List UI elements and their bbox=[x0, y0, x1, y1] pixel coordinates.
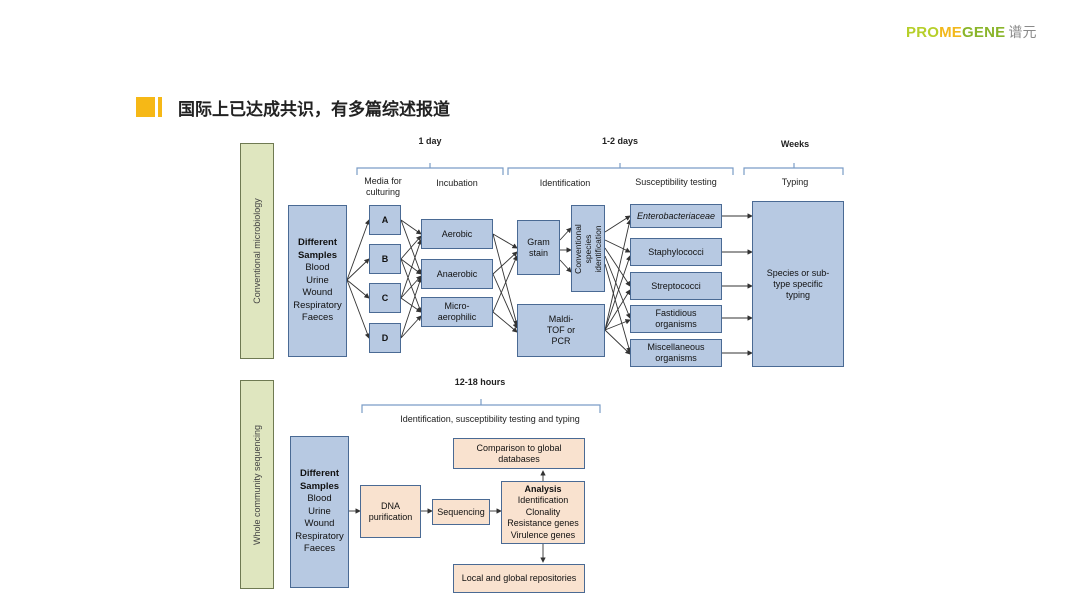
sample-item: Wound bbox=[304, 518, 335, 530]
conventional-side-label: Conventional microbiology bbox=[240, 143, 274, 359]
header-id-sus-typing: Identification, susceptibility testing a… bbox=[400, 414, 580, 424]
incubation-anaerobic: Anaerobic bbox=[421, 259, 493, 289]
sample-item: Wound bbox=[302, 287, 333, 299]
susc-miscellaneous: Miscellaneous organisms bbox=[630, 339, 722, 367]
susc-staphylococci: Staphylococci bbox=[630, 238, 722, 266]
analysis-box: Analysis Identification Clonality Resist… bbox=[501, 481, 585, 544]
samples-title: Different Samples bbox=[297, 237, 338, 261]
logo-gene: GENE bbox=[962, 24, 1006, 41]
slide-heading: 国际上已达成共识，有多篇综述报道 bbox=[178, 100, 450, 120]
wcs-side-text: Whole community sequencing bbox=[252, 424, 262, 545]
media-box-d: D bbox=[369, 323, 401, 353]
analysis-title: Analysis bbox=[524, 483, 562, 494]
sample-item: Blood bbox=[305, 262, 330, 274]
sample-item: Urine bbox=[306, 274, 329, 286]
conventional-side-text: Conventional microbiology bbox=[252, 198, 262, 304]
comparison-box: Comparison to global databases bbox=[453, 438, 585, 469]
col-identification-label: Identification bbox=[539, 178, 591, 188]
logo-me: ME bbox=[939, 24, 963, 41]
analysis-item: Clonality bbox=[525, 506, 561, 517]
sample-item: Urine bbox=[308, 505, 331, 517]
gram-stain-box: Gram stain bbox=[517, 220, 560, 275]
analysis-item: Identification bbox=[517, 495, 569, 506]
dna-purification-box: DNA purification bbox=[360, 485, 421, 538]
sample-item: Faeces bbox=[301, 312, 334, 324]
col-typing-label: Typing bbox=[781, 177, 809, 187]
sample-item: Faeces bbox=[303, 543, 336, 555]
species-id-text: Conventional species identification bbox=[573, 223, 603, 274]
susc-enterobacteriaceae: Enterobacteriaceae bbox=[630, 204, 722, 228]
logo-pro: PRO bbox=[906, 24, 940, 41]
heading-accent-block bbox=[136, 97, 155, 117]
maldi-pcr-box: Maldi-TOF or PCR bbox=[517, 304, 605, 357]
heading-accent-bar bbox=[158, 97, 162, 117]
header-1-day: 1 day bbox=[418, 136, 442, 146]
header-12-18-hours: 12-18 hours bbox=[454, 377, 506, 387]
susc-fastidious: Fastidious organisms bbox=[630, 305, 722, 333]
incubation-aerobic: Aerobic bbox=[421, 219, 493, 249]
sample-item: Blood bbox=[307, 493, 332, 505]
incubation-microaerophilic: Micro-aerophilic bbox=[421, 297, 493, 327]
species-id-box: Conventional species identification bbox=[571, 205, 605, 292]
media-box-c: C bbox=[369, 283, 401, 313]
logo-cn: 谱元 bbox=[1008, 25, 1037, 41]
media-box-a: A bbox=[369, 205, 401, 235]
conventional-samples-box: Different Samples Blood Urine Wound Resp… bbox=[288, 205, 347, 357]
sample-item: Respiratory bbox=[293, 299, 342, 311]
col-susceptibility-label: Susceptibility testing bbox=[635, 177, 717, 187]
sequencing-box: Sequencing bbox=[432, 499, 490, 525]
sample-item: Respiratory bbox=[295, 530, 344, 542]
samples-title: Different Samples bbox=[299, 468, 340, 492]
wcs-samples-box: Different Samples Blood Urine Wound Resp… bbox=[290, 436, 349, 588]
col-incubation-label: Incubation bbox=[436, 178, 478, 188]
susc-streptococci: Streptococci bbox=[630, 272, 722, 300]
media-box-b: B bbox=[369, 244, 401, 274]
typing-box: Species or sub-type specific typing bbox=[752, 201, 844, 367]
repositories-box: Local and global repositories bbox=[453, 564, 585, 593]
wcs-side-label: Whole community sequencing bbox=[240, 380, 274, 589]
analysis-item: Resistance genes bbox=[507, 518, 579, 529]
col-media-label: Media for culturing bbox=[364, 176, 402, 197]
header-1-2-days: 1-2 days bbox=[601, 136, 639, 146]
analysis-item: Virulence genes bbox=[510, 529, 576, 540]
header-weeks: Weeks bbox=[780, 139, 810, 149]
